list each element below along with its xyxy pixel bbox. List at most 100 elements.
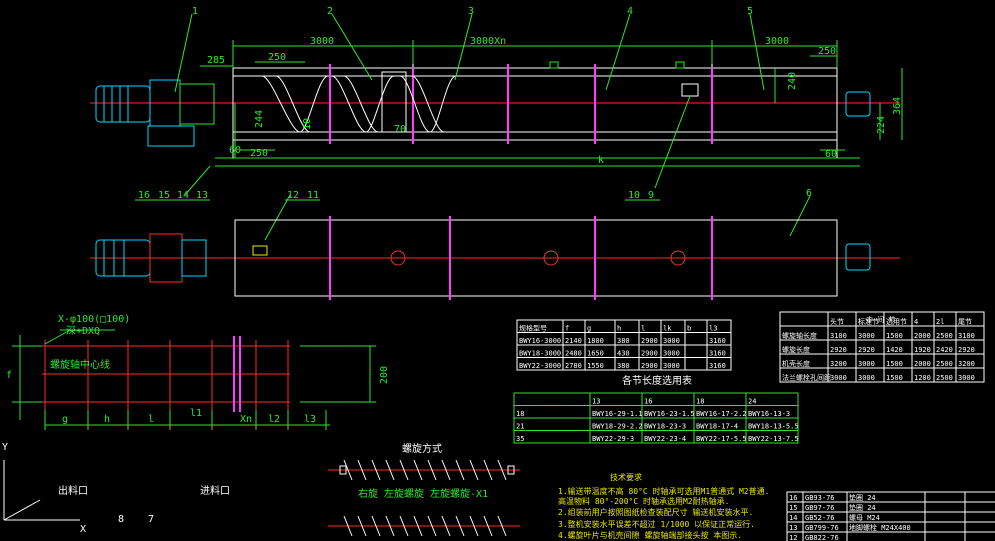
- dim-g: g: [62, 414, 68, 425]
- table1-cell: 430: [617, 350, 630, 358]
- parts-cell: 地脚螺栓 M24X400: [849, 523, 911, 532]
- table1-cell: 1550: [587, 362, 604, 370]
- tech-title: 技术要求: [610, 472, 642, 482]
- table2-cell: BWY18-13-5.5: [748, 423, 799, 431]
- table3-cell: 3200: [830, 360, 847, 368]
- screw-style-drawings: 螺旋方式 右旋 左旋螺旋 左旋螺旋-X1: [328, 442, 520, 537]
- parts-cell: GB799-76: [805, 524, 839, 532]
- table2-cell: BWY22-17-5.5: [696, 435, 747, 443]
- table3-cell: 3000: [858, 374, 875, 382]
- table2-cell: BWY16-29-1.1: [592, 410, 643, 418]
- balloon-7: 7: [148, 514, 154, 525]
- tail-bearing: [845, 91, 871, 117]
- dim-224: 224: [876, 116, 887, 134]
- axis-y-label: Y: [2, 442, 8, 453]
- balloon-11: 11: [307, 190, 319, 201]
- dimension-lines: [200, 40, 903, 167]
- balloon-15: 15: [158, 190, 170, 201]
- dim-250-bottom: 250: [250, 148, 268, 159]
- dim-l: l: [148, 414, 154, 425]
- table3-cell: 3000: [858, 332, 875, 340]
- table3-cell: 标准节: [858, 317, 879, 326]
- table3-cell: 1500: [886, 374, 903, 382]
- balloon-4: 4: [627, 6, 633, 17]
- table1-cell: lk: [663, 325, 672, 333]
- parts-cell: GB93-76: [805, 494, 835, 502]
- parts-cell: 15: [789, 504, 797, 512]
- table2-cell: BWY16-13-3: [748, 410, 790, 418]
- dim-3000xn: 3000Xn: [470, 36, 506, 47]
- table3-cell: 2500: [936, 360, 953, 368]
- balloon-leaders: [174, 13, 811, 241]
- table3-cell: 2500: [936, 332, 953, 340]
- screw-style-title: 螺旋方式: [402, 442, 442, 455]
- table1-cell: 3000: [663, 362, 680, 370]
- table3-cell: 尾节: [958, 318, 972, 326]
- table3-cell: 2000: [914, 360, 931, 368]
- parts-cell: 垫圈 24: [849, 503, 876, 512]
- table1-cell: 380: [617, 337, 630, 345]
- outlet-port: [681, 83, 699, 97]
- front-elevation: 3000 3000Xn 3000 285 250 250 244 10 70 6…: [90, 36, 903, 167]
- table2-cell: 21: [516, 423, 524, 431]
- dim-244: 244: [254, 110, 265, 128]
- balloon-10: 10: [628, 190, 640, 201]
- table3-cell: 螺旋长度: [782, 345, 810, 354]
- table1-cell: l: [641, 325, 645, 333]
- table2-cell: 18: [516, 410, 524, 418]
- technical-requirements: 技术要求 1.输送带温度不高 80°C 时轴承可选用M1普通式 M2普通. 高温…: [558, 472, 769, 540]
- outlet-label: 进料口: [200, 484, 230, 497]
- dim-10: 10: [302, 118, 313, 130]
- table3-cell: 2420: [936, 346, 953, 354]
- axis-x-label: X: [80, 524, 86, 535]
- parts-cell: 垫圈 24: [849, 493, 876, 502]
- balloon-3: 3: [468, 6, 474, 17]
- axis-note: 螺旋轴中心线: [50, 358, 110, 371]
- balloon-14: 14: [177, 190, 189, 201]
- dim-70: 70: [394, 124, 406, 135]
- table2-cell: BWY22-29-3: [592, 435, 634, 443]
- dim-364: 364: [892, 97, 903, 115]
- table3-cell: 头节: [830, 317, 844, 326]
- table1-cell: 380: [617, 362, 630, 370]
- tech-line-4: 3.整机安装水平误差不超过 1/1000 以保证正常运行.: [558, 519, 755, 529]
- dim-60-left: 60: [229, 145, 241, 156]
- dim-250-top: 250: [268, 52, 286, 63]
- dim-h: h: [104, 414, 110, 425]
- table2-cell: 18: [696, 398, 704, 406]
- table3-cell: 1500: [886, 360, 903, 368]
- table3-cell: 机壳长度: [782, 359, 810, 368]
- balloon-12: 12: [287, 190, 299, 201]
- parts-cell: GB52-76: [805, 514, 835, 522]
- table1-cell: 1800: [587, 337, 604, 345]
- dim-285: 285: [207, 55, 225, 66]
- table2-cell: BWY18-29-2.2: [592, 423, 643, 431]
- table3-cell: 3200: [958, 360, 975, 368]
- parts-cell: 14: [789, 514, 797, 522]
- plan-view: [90, 216, 900, 300]
- tech-line-1: 1.输送带温度不高 80°C 时轴承可选用M1普通式 M2普通.: [558, 486, 769, 496]
- table3-cell: 2000: [914, 332, 931, 340]
- dim-200: 200: [379, 366, 390, 384]
- table1-cell: 3160: [709, 362, 726, 370]
- balloon-9: 9: [648, 190, 654, 201]
- dim-f: f: [6, 370, 12, 381]
- table3-mid-header: 中 间 节: [866, 315, 895, 324]
- table1-cell: 3160: [709, 350, 726, 358]
- table1-cell: b: [687, 325, 691, 333]
- parts-cell: GB822-76: [805, 534, 839, 541]
- table2-cell: BWY16-17-2.2: [696, 410, 747, 418]
- table3-cell: 2500: [936, 374, 953, 382]
- dim-k: k: [598, 155, 604, 166]
- dim-l2: l2: [268, 414, 280, 425]
- axis-glyph: [3, 460, 80, 521]
- dim-l3: l3: [304, 414, 316, 425]
- table1-cell: 3000: [663, 337, 680, 345]
- table1-cell: 1650: [587, 350, 604, 358]
- table1-cell: BWY18-3000: [519, 350, 561, 358]
- table1-cell: 3160: [709, 337, 726, 345]
- balloon-16: 16: [138, 190, 150, 201]
- hole-note-2: 深+DXQ: [66, 325, 100, 337]
